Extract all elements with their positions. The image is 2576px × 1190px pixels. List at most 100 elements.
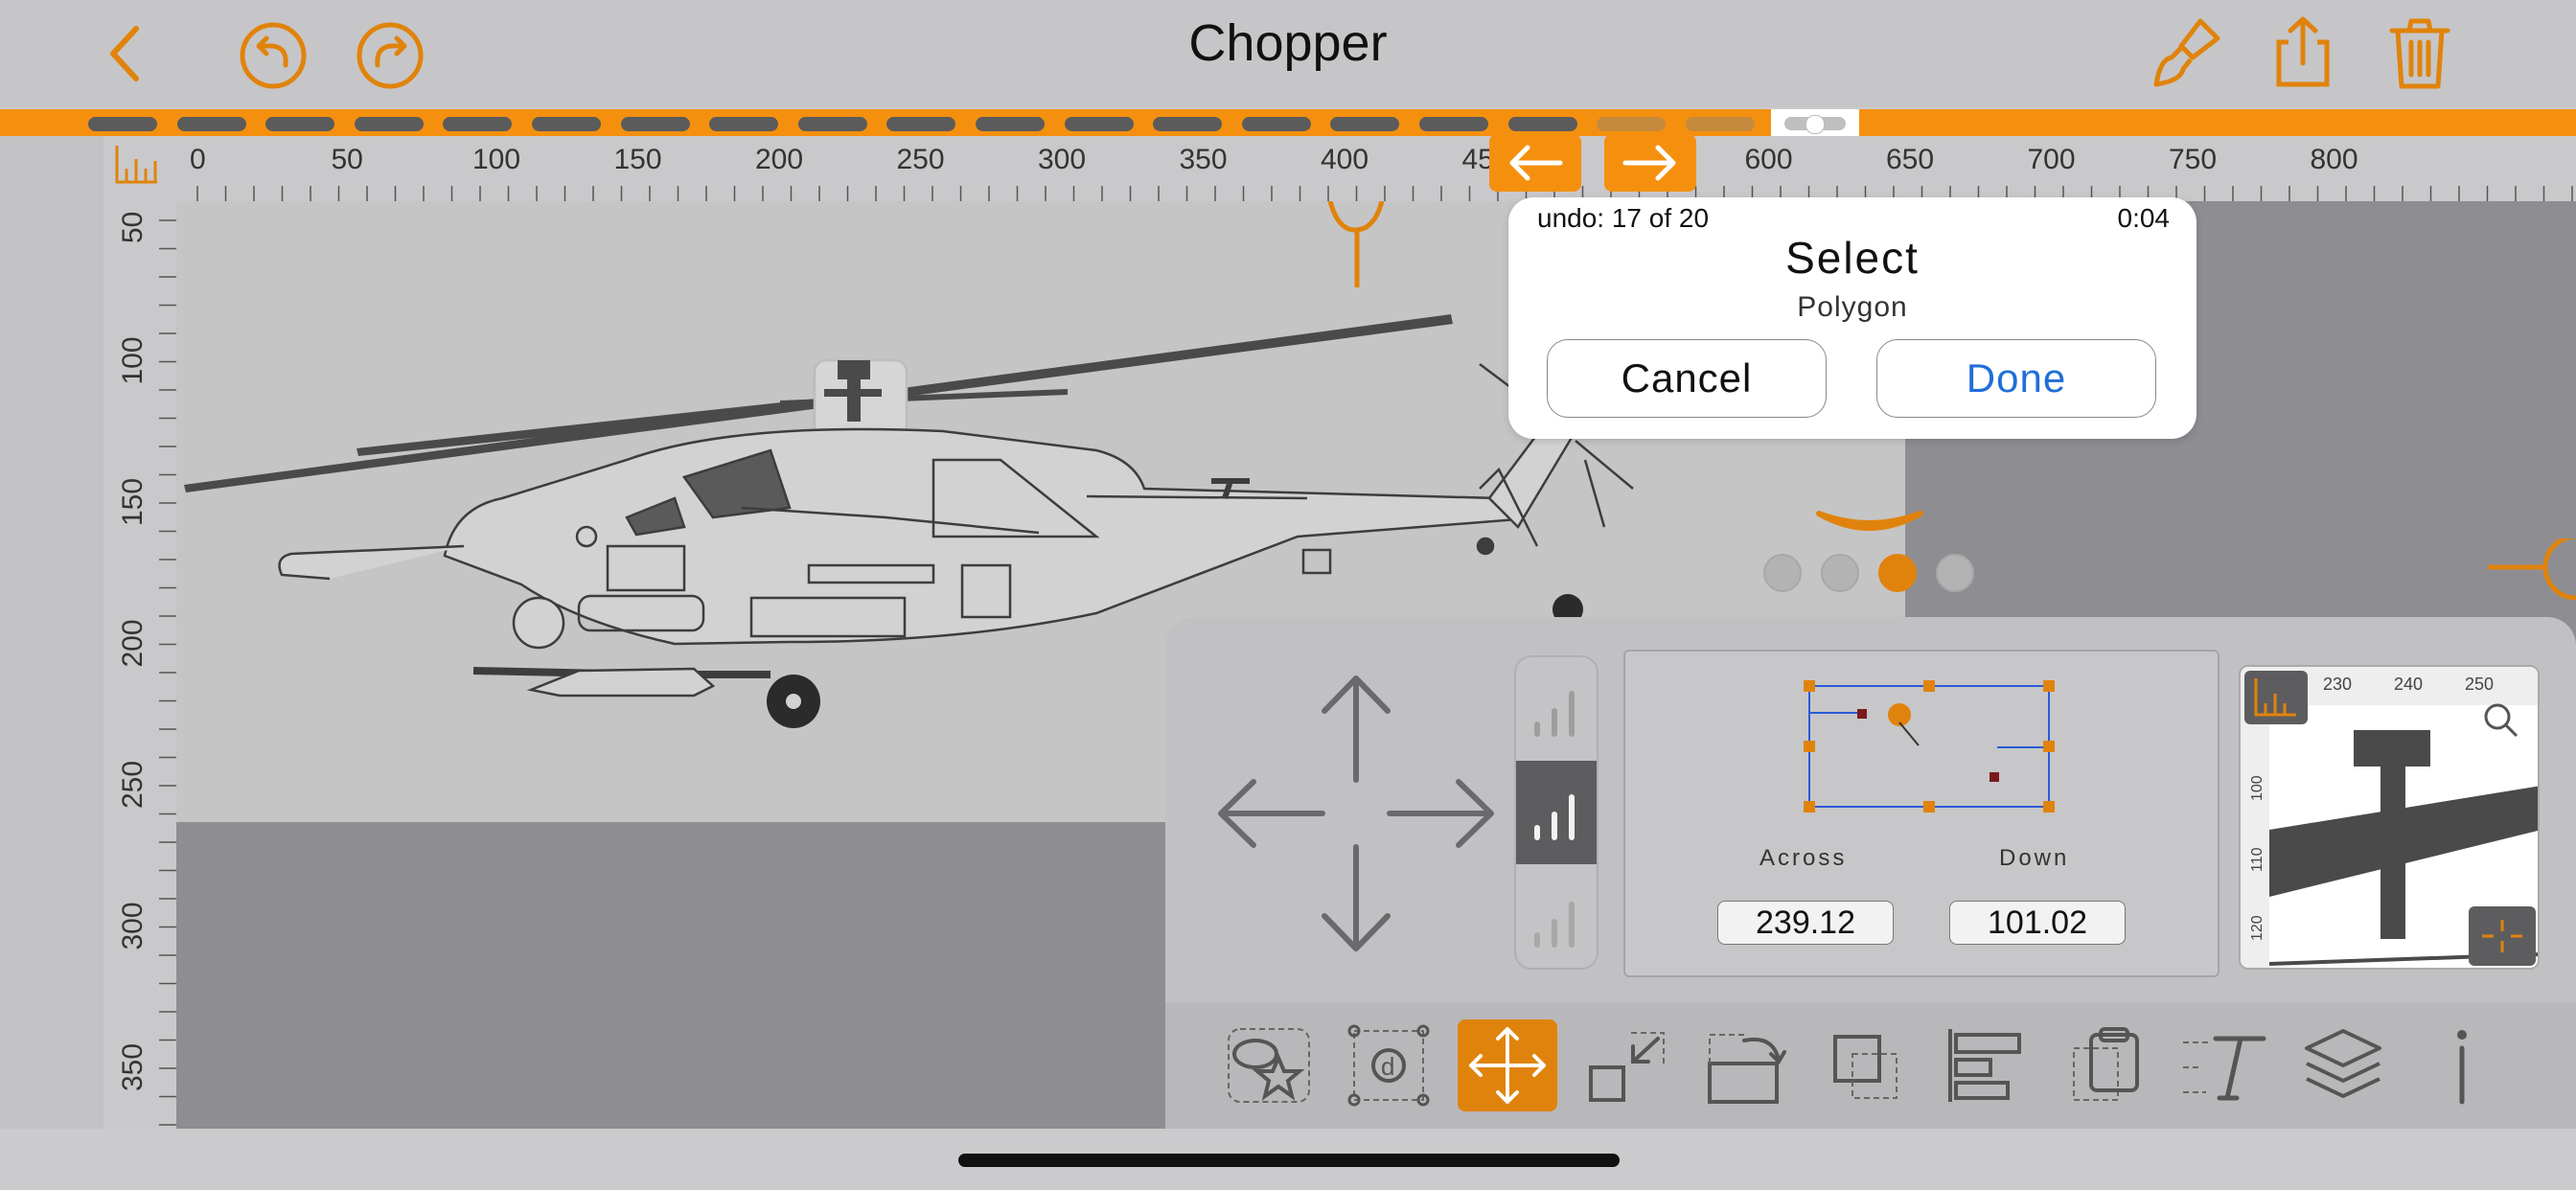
nudge-right-button[interactable] xyxy=(1604,134,1696,192)
home-indicator[interactable] xyxy=(958,1154,1620,1167)
text-icon[interactable] xyxy=(2174,1019,2273,1111)
resize-icon[interactable] xyxy=(1577,1019,1677,1111)
top-bar: Chopper xyxy=(0,0,2576,107)
duplicate-icon[interactable] xyxy=(1816,1019,1916,1111)
direction-pad[interactable] xyxy=(1209,667,1503,960)
arrow-right-icon xyxy=(1387,779,1494,848)
timeline-step[interactable] xyxy=(886,117,956,131)
nudge-left-button[interactable] xyxy=(1489,134,1581,192)
timeline-step[interactable] xyxy=(709,117,779,131)
ruler-label: 350 xyxy=(1180,144,1228,175)
ruler-label: 100 xyxy=(472,144,520,175)
ruler-label: 650 xyxy=(1886,144,1934,175)
preview-tick: 240 xyxy=(2394,675,2423,694)
timeline-scrubber[interactable] xyxy=(1771,109,1859,136)
preview-tick: 120 xyxy=(2249,915,2266,941)
timeline-step[interactable] xyxy=(1597,117,1667,131)
ruler-label: 800 xyxy=(2311,144,2358,175)
cancel-button[interactable]: Cancel xyxy=(1547,339,1827,418)
ruler-label: 300 xyxy=(117,902,149,950)
timeline-step[interactable] xyxy=(265,117,335,131)
dialog-title: Select xyxy=(1785,233,1920,283)
timeline-step[interactable] xyxy=(797,117,867,131)
arrow-left-icon xyxy=(1218,779,1325,848)
ruler-label: 350 xyxy=(117,1043,149,1091)
page-dot[interactable] xyxy=(1878,554,1917,592)
ruler-label: 200 xyxy=(117,619,149,667)
undo-timeline[interactable] xyxy=(0,109,2576,136)
coordinate-box: Across Down 239.12 101.02 xyxy=(1623,650,2220,977)
ruler-label: 700 xyxy=(2028,144,2076,175)
preview-tick: 230 xyxy=(2323,675,2352,694)
arrow-up-icon xyxy=(1322,675,1391,783)
share-icon[interactable] xyxy=(2260,10,2346,96)
select-dialog: undo: 17 of 20 0:04 Select Polygon Cance… xyxy=(1508,197,2196,439)
dialog-subtitle: Polygon xyxy=(1797,291,1908,323)
chevron-left-icon[interactable] xyxy=(82,10,169,96)
timeline-step[interactable] xyxy=(620,117,690,131)
left-gutter xyxy=(0,136,104,1129)
preview-tick: 250 xyxy=(2465,675,2494,694)
ruler-label: 400 xyxy=(1321,144,1368,175)
timeline-step[interactable] xyxy=(976,117,1045,131)
rotate-icon[interactable] xyxy=(1696,1019,1796,1111)
ruler-label: 250 xyxy=(117,761,149,809)
ruler-label: 0 xyxy=(190,144,206,175)
timeline-step[interactable] xyxy=(532,117,601,131)
ruler-label: 300 xyxy=(1038,144,1086,175)
move-icon[interactable] xyxy=(1458,1019,1557,1111)
timeline-step[interactable] xyxy=(1153,117,1223,131)
timeline-step[interactable] xyxy=(1419,117,1488,131)
ruler-label: 150 xyxy=(117,478,149,526)
page-dot[interactable] xyxy=(1763,554,1802,592)
done-button[interactable]: Done xyxy=(1876,339,2156,418)
paste-icon[interactable] xyxy=(2055,1019,2154,1111)
across-label: Across xyxy=(1760,845,1848,871)
timeline-step[interactable] xyxy=(1330,117,1400,131)
ruler-label: 50 xyxy=(332,144,363,175)
arrow-down-icon xyxy=(1322,844,1391,951)
selection-diagram xyxy=(1804,680,2055,812)
page-dot[interactable] xyxy=(1936,554,1974,592)
helicopter-drawing[interactable] xyxy=(176,201,1905,822)
paintbrush-icon[interactable] xyxy=(2143,10,2229,96)
timeline-step[interactable] xyxy=(443,117,513,131)
shapes-icon[interactable] xyxy=(1219,1019,1319,1111)
timeline-step[interactable] xyxy=(354,117,424,131)
across-field[interactable]: 239.12 xyxy=(1717,901,1894,945)
down-field[interactable]: 101.02 xyxy=(1949,901,2126,945)
timeline-step[interactable] xyxy=(88,117,157,131)
info-icon[interactable] xyxy=(2412,1019,2512,1111)
layers-icon[interactable] xyxy=(2293,1019,2393,1111)
crosshair-button xyxy=(2469,906,2536,966)
timeline-step[interactable] xyxy=(176,117,246,131)
undo-status: undo: 17 of 20 xyxy=(1537,203,1710,233)
redo-icon[interactable] xyxy=(347,10,433,96)
undo-icon[interactable] xyxy=(230,10,316,96)
ruler-icon[interactable] xyxy=(113,142,161,186)
horizontal-ruler: 0501001502002503003504004555060065070075… xyxy=(104,136,2576,201)
chevron-down-icon[interactable] xyxy=(1813,508,1926,542)
zoom-preview[interactable]: 230 240 250 100 110 120 xyxy=(2239,665,2540,970)
align-icon[interactable] xyxy=(1935,1019,2035,1111)
ruler-label: 150 xyxy=(614,144,662,175)
timeline-step[interactable] xyxy=(1241,117,1311,131)
timeline-step[interactable] xyxy=(1507,117,1577,131)
ruler-label: 250 xyxy=(897,144,945,175)
timeline-step[interactable] xyxy=(1064,117,1134,131)
trash-icon[interactable] xyxy=(2377,10,2463,96)
step-size-icons xyxy=(1534,691,1575,948)
svg-text:d: d xyxy=(1381,1052,1394,1081)
preview-tick: 100 xyxy=(2249,775,2266,801)
document-title: Chopper xyxy=(1188,14,1388,72)
ruler-label: 45 xyxy=(1462,144,1494,175)
page-dot[interactable] xyxy=(1821,554,1859,592)
ruler-label: 100 xyxy=(117,336,149,384)
anchor-points-icon[interactable]: d xyxy=(1339,1019,1438,1111)
timer: 0:04 xyxy=(2117,203,2171,233)
edge-handle[interactable] xyxy=(2488,538,2576,602)
preview-tick: 110 xyxy=(2249,847,2266,872)
zoom-icon xyxy=(2484,703,2511,730)
timeline-step[interactable] xyxy=(1685,117,1755,131)
